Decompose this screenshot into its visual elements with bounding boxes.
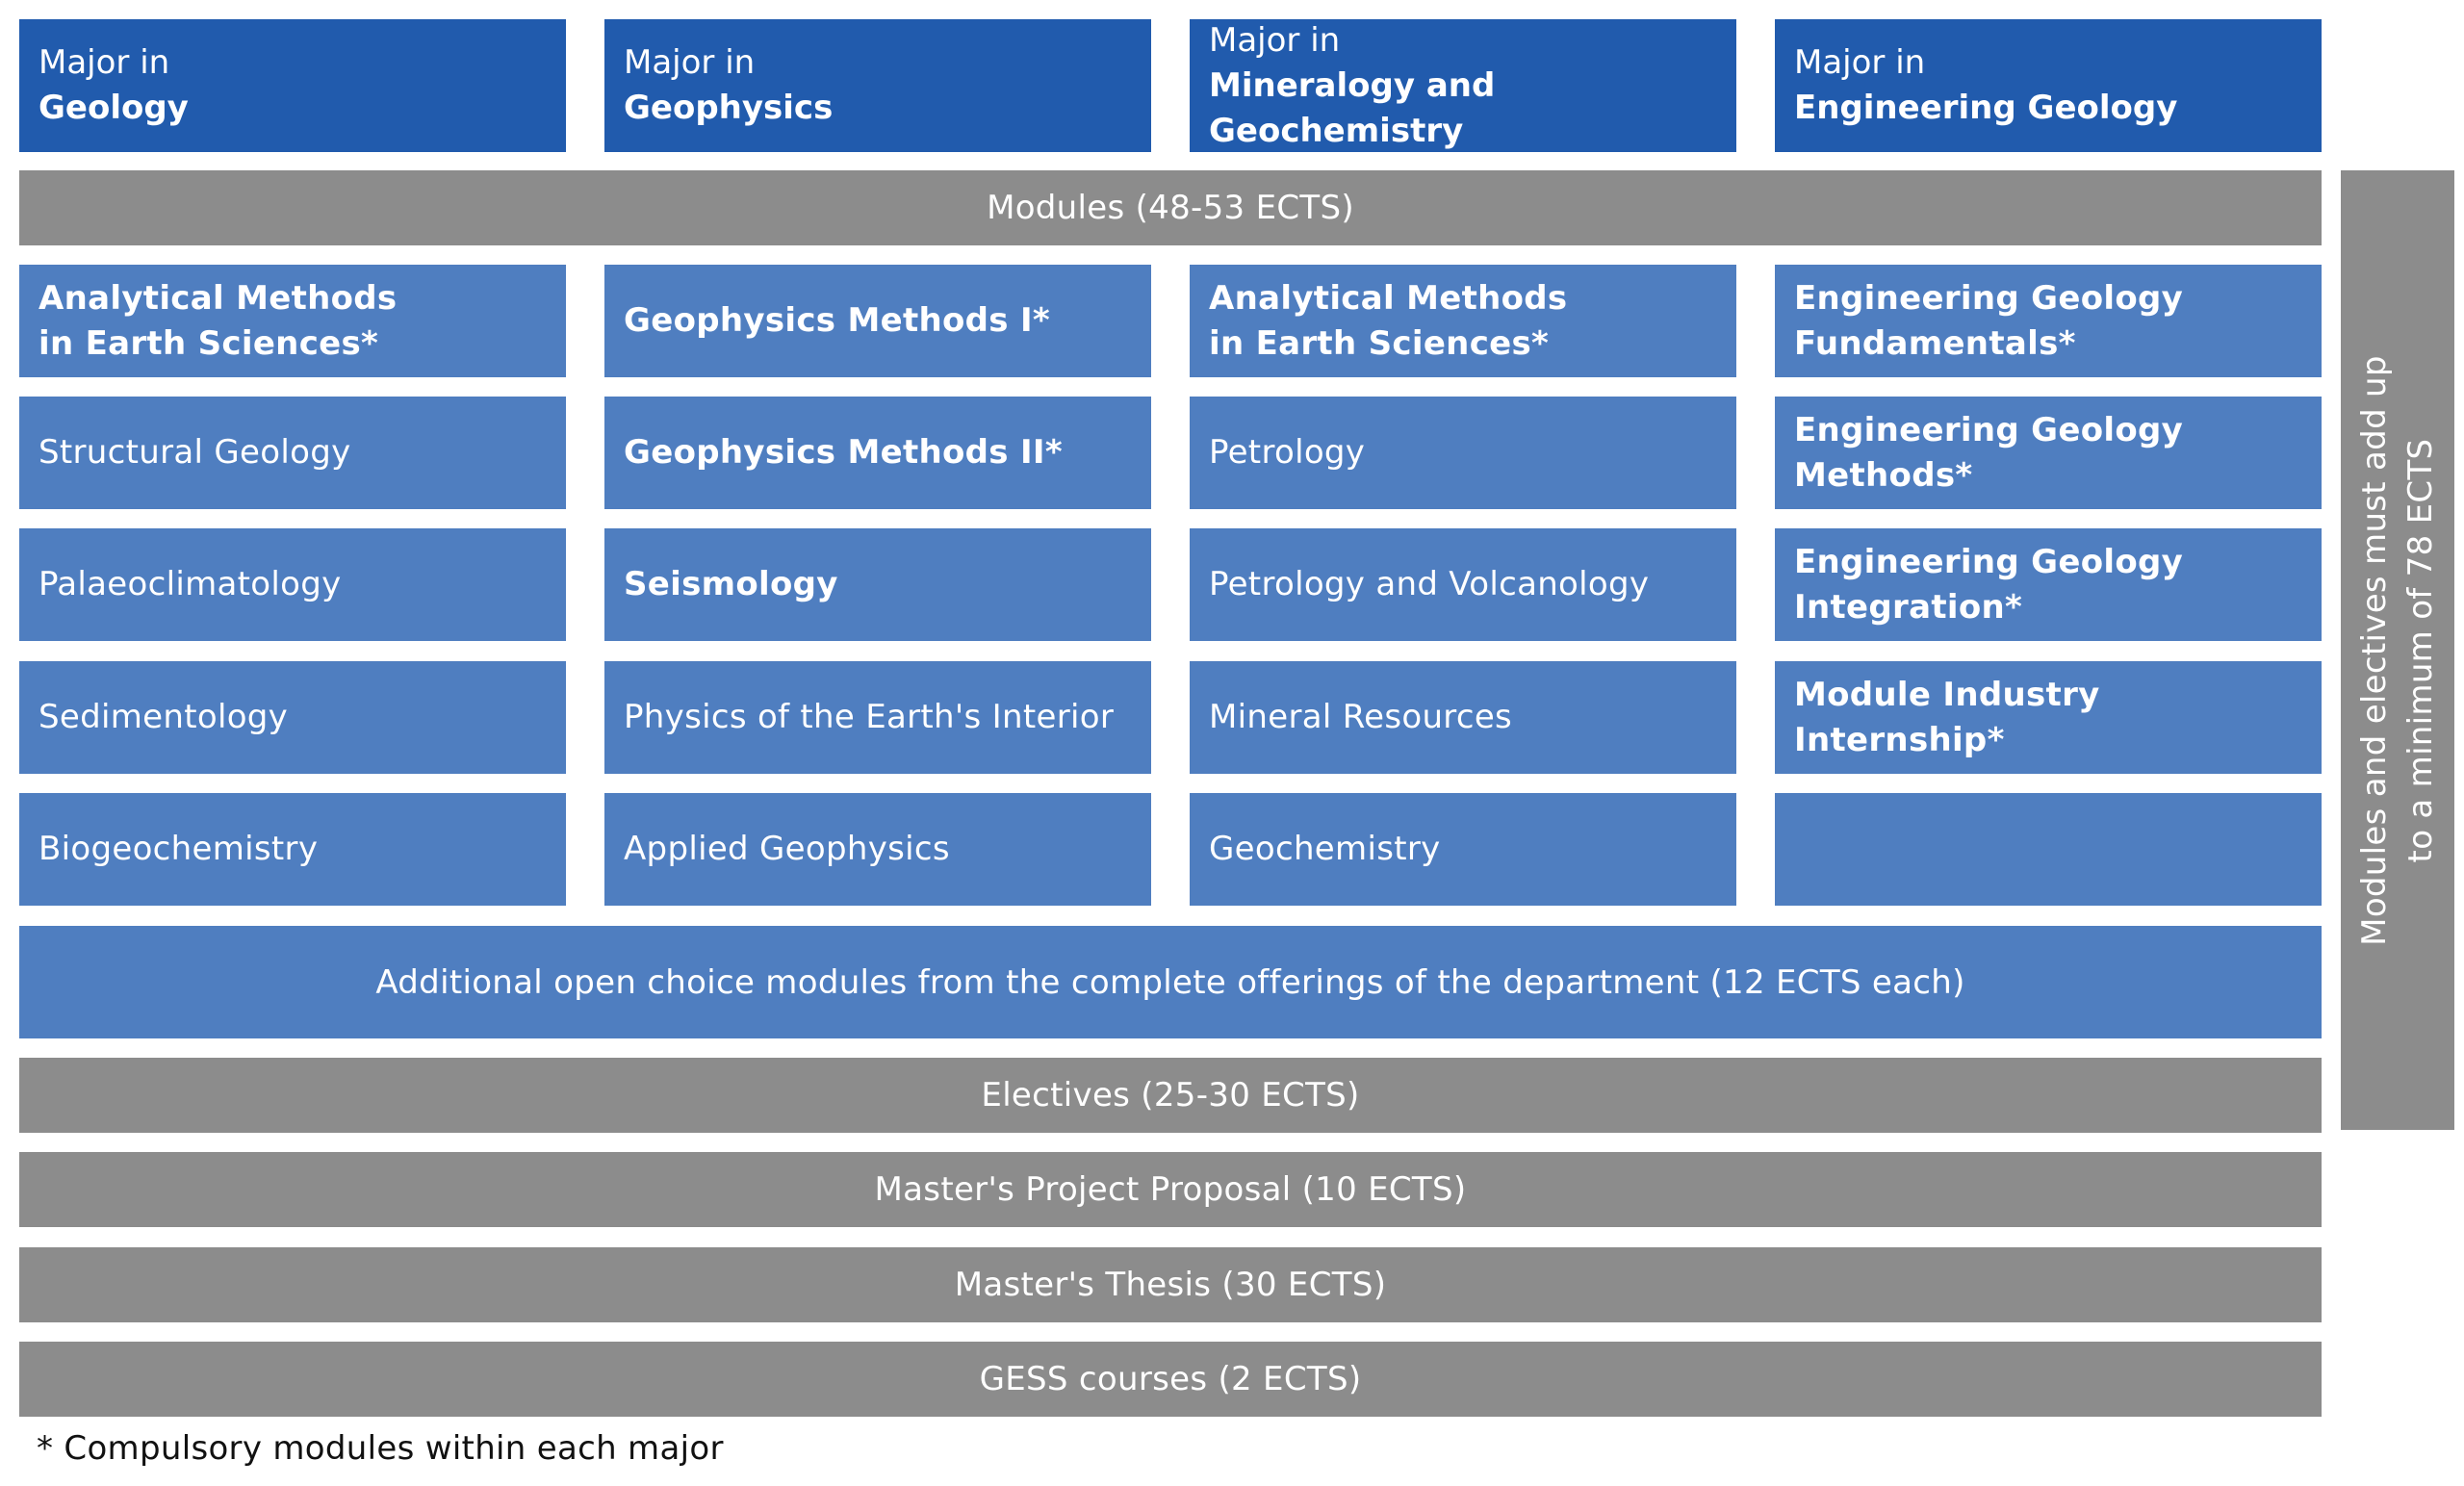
open-choice-modules: Additional open choice modules from the … [19, 926, 2322, 1038]
module-cell: Geophysics Methods II* [604, 397, 1151, 509]
module-cell: Physics of the Earth's Interior [604, 661, 1151, 774]
module-cell: Mineral Resources [1190, 661, 1736, 774]
major-header-name: Mineralogy and Geochemistry [1209, 65, 1496, 150]
major-header-label: Major in [1794, 43, 1926, 82]
module-cell: Sedimentology [19, 661, 566, 774]
module-cell: Seismology [604, 528, 1151, 641]
major-header-mineralogy-geochemistry: Major in Mineralogy and Geochemistry [1190, 19, 1736, 152]
gess-courses-bar: GESS courses (2 ECTS) [19, 1342, 2322, 1417]
module-cell: Module Industry Internship* [1775, 661, 2322, 774]
side-note-text: Modules and electives must add up to a m… [2351, 169, 2444, 1132]
module-cell-empty [1775, 793, 2322, 906]
major-header-label: Major in [1209, 20, 1341, 60]
major-header-engineering-geology: Major in Engineering Geology [1775, 19, 2322, 152]
module-cell: Palaeoclimatology [19, 528, 566, 641]
module-cell: Biogeochemistry [19, 793, 566, 906]
major-header-name: Geology [38, 89, 189, 127]
module-cell: Geophysics Methods I* [604, 265, 1151, 377]
major-header-name: Geophysics [624, 89, 834, 127]
major-header-label: Major in [624, 43, 756, 82]
module-cell: Structural Geology [19, 397, 566, 509]
major-header-label: Major in [38, 43, 170, 82]
module-cell: Petrology and Volcanology [1190, 528, 1736, 641]
module-cell: Petrology [1190, 397, 1736, 509]
side-note-bar: Modules and electives must add up to a m… [2341, 170, 2454, 1130]
major-header-geophysics: Major in Geophysics [604, 19, 1151, 152]
major-header-name: Engineering Geology [1794, 89, 2178, 127]
electives-bar: Electives (25-30 ECTS) [19, 1058, 2322, 1133]
modules-bar: Modules (48-53 ECTS) [19, 170, 2322, 245]
side-note-line: to a minimum of 78 ECTS [2401, 438, 2440, 862]
module-cell: Applied Geophysics [604, 793, 1151, 906]
major-header-geology: Major in Geology [19, 19, 566, 152]
thesis-bar: Master's Thesis (30 ECTS) [19, 1247, 2322, 1322]
module-cell: Geochemistry [1190, 793, 1736, 906]
project-proposal-bar: Master's Project Proposal (10 ECTS) [19, 1152, 2322, 1227]
side-note-line: Modules and electives must add up [2355, 354, 2394, 946]
footnote: * Compulsory modules within each major [37, 1429, 724, 1468]
